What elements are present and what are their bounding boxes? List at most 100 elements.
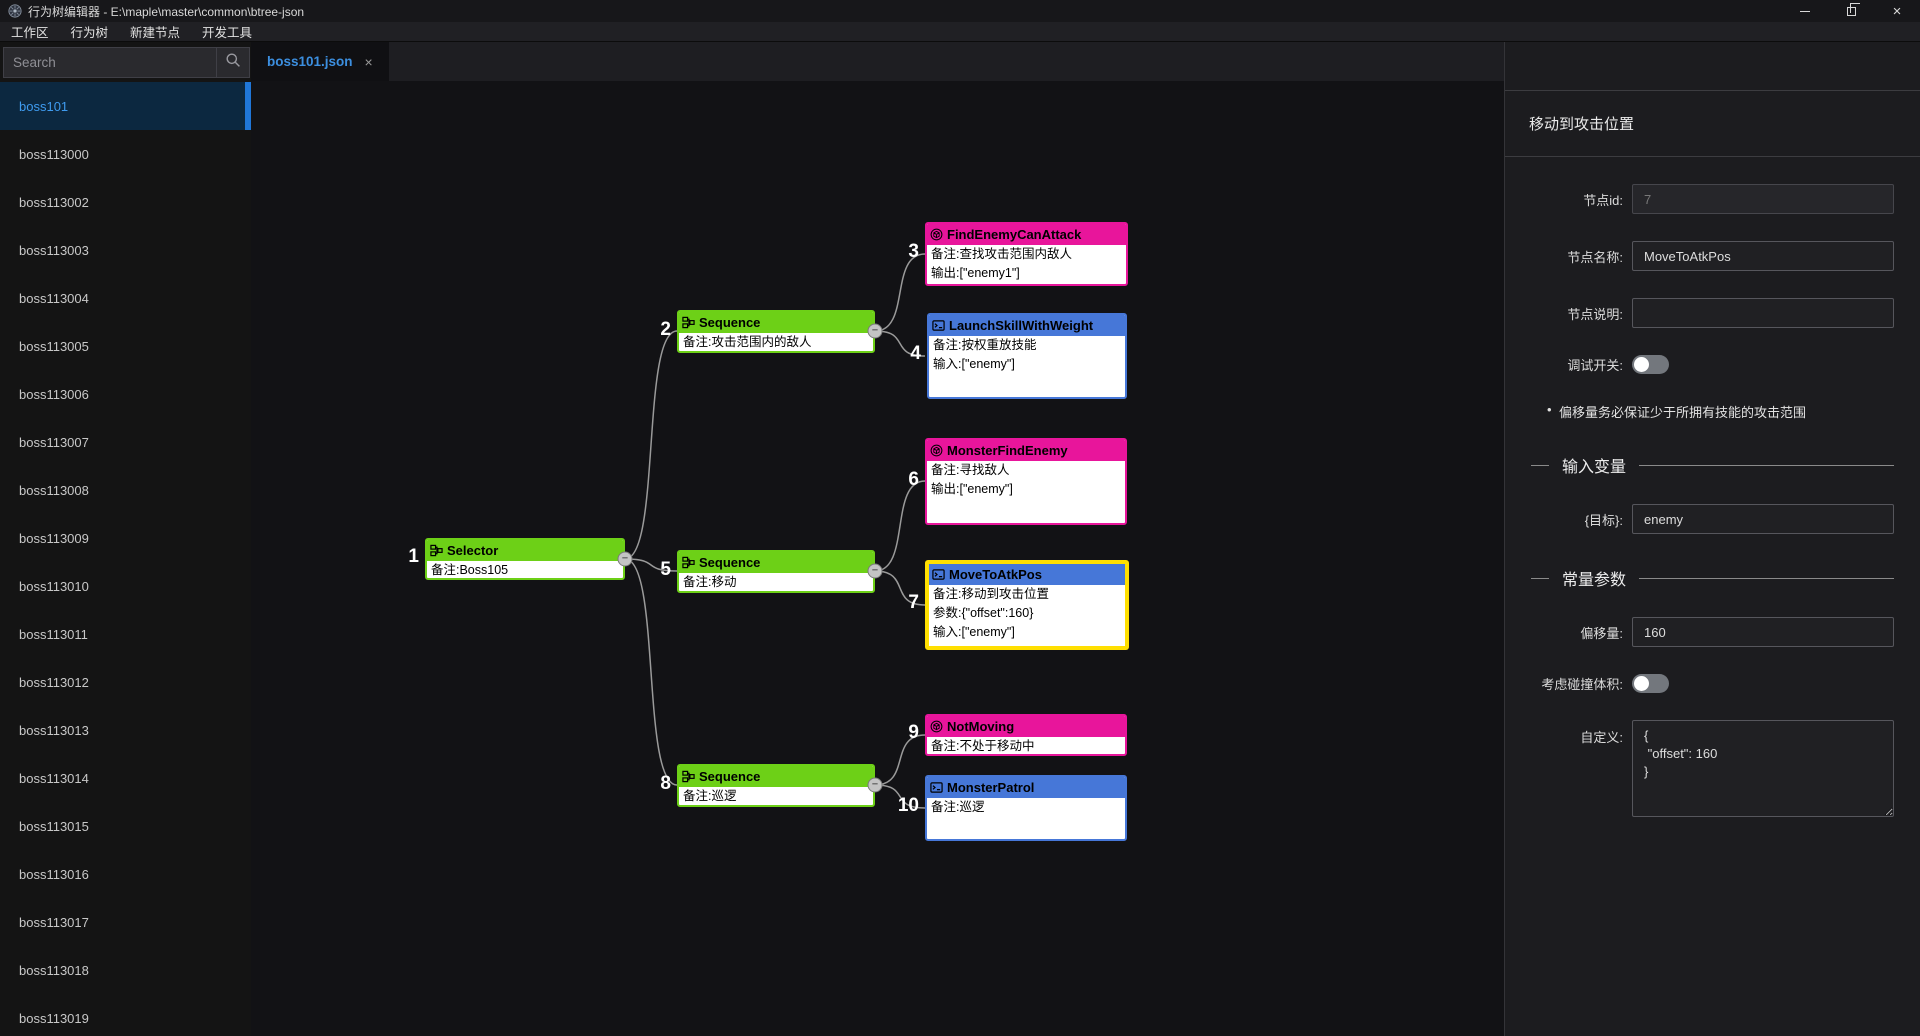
bt-node-LaunchSkillWithWeight[interactable]: LaunchSkillWithWeight 备注:按权重放技能输入:["enemy… [927,313,1127,399]
collapse-button[interactable]: − [867,563,883,579]
node-number: 9 [908,722,919,743]
node-property-row: 备注:查找攻击范围内敌人 [931,247,1072,261]
node-title: LaunchSkillWithWeight [949,318,1094,333]
sidebar-item-boss113003[interactable]: boss113003 [19,242,89,258]
section-dash [1531,464,1549,466]
edge [874,570,926,606]
node-property-row: 备注:按权重放技能 [933,338,1037,352]
node-number: 3 [908,241,919,262]
tab-boss101-json[interactable]: boss101.json × [251,42,389,81]
close-button[interactable]: × [1874,0,1920,22]
collapse-button[interactable]: − [867,323,883,339]
sidebar-item-boss113002[interactable]: boss113002 [19,194,89,210]
sidebar-item-boss113007[interactable]: boss113007 [19,434,89,450]
offset-label: 偏移量: [1580,625,1623,641]
cube-icon [930,444,943,457]
boss-list: boss101 boss113000 boss113002 boss113003 bos… [0,82,251,1036]
offset-note: 偏移量务必保证少于所拥有技能的攻击范围 [1531,402,1894,421]
sidebar-item-boss113006[interactable]: boss113006 [19,386,89,402]
menu-item-3[interactable]: 开发工具 [202,26,253,40]
custom-field[interactable]: { "offset": 160 } [1632,720,1894,817]
debug-switch-label: 调试开关: [1567,358,1623,373]
search-button[interactable] [216,48,249,77]
sidebar-item-boss113019[interactable]: boss113019 [19,1010,89,1026]
collapse-button[interactable]: − [617,551,633,567]
properties-panel: 移动到攻击位置 节点id: 节点名称: 节点说明: 调试开关: 偏移量务必保证少… [1504,42,1920,1036]
collision-toggle[interactable] [1632,674,1669,693]
node-property-row: 备注:移动到攻击位置 [933,587,1049,601]
node-desc-field[interactable] [1632,298,1894,328]
sidebar-item-boss113009[interactable]: boss113009 [19,530,89,546]
search-row [0,42,251,82]
target-field[interactable] [1632,504,1894,534]
sidebar-item-boss113010[interactable]: boss113010 [19,578,89,594]
node-number: 2 [660,318,671,340]
sidebar-item-boss113017[interactable]: boss113017 [19,914,89,930]
node-number: 4 [910,343,921,364]
menu-item-2[interactable]: 新建节点 [130,26,181,40]
node-name-field[interactable] [1632,241,1894,271]
cube-icon [930,720,943,733]
cube-icon [930,228,943,241]
node-title: Sequence [699,555,761,570]
menu-item-0[interactable]: 工作区 [11,26,49,40]
bt-node-FindEnemyCanAttack[interactable]: FindEnemyCanAttack 备注:查找攻击范围内敌人输出:["enemy… [925,222,1128,286]
terminal-icon [932,568,945,581]
node-title: MonsterPatrol [947,780,1035,795]
title-bar: 行为树编辑器 - E:\maple\master\common\btree-js… [0,0,1920,22]
restore-button[interactable] [1828,0,1874,22]
debug-switch-toggle[interactable] [1632,355,1669,374]
node-number: 6 [908,468,919,490]
edge [874,784,926,809]
terminal-icon [932,319,945,332]
tab-close-icon[interactable]: × [364,53,373,70]
bt-node-Sequence[interactable]: Sequence 备注:移动 [677,550,875,593]
collision-label: 考虑碰撞体积: [1541,677,1623,692]
sidebar-item-boss113000[interactable]: boss113000 [19,146,89,162]
node-property-row: 输出:["enemy1"] [931,266,1020,280]
sidebar-item-boss113012[interactable]: boss113012 [19,674,89,690]
tree-branch-icon [682,770,695,783]
node-number: 8 [660,772,671,794]
edge [624,558,678,786]
menu-item-1[interactable]: 行为树 [70,26,109,40]
sidebar-item-boss113008[interactable]: boss113008 [19,482,89,498]
sidebar-item-boss113004[interactable]: boss113004 [19,290,89,306]
offset-field[interactable] [1632,617,1894,647]
minimize-button[interactable] [1782,0,1828,22]
node-property-row: 备注:移动 [683,575,737,589]
menu-bar: 工作区 行为树 新建节点 开发工具 [0,22,1920,42]
terminal-icon [930,781,943,794]
sidebar-item-boss113005[interactable]: boss113005 [19,338,89,354]
sidebar-item-boss113011[interactable]: boss113011 [19,626,88,642]
node-property-row: 备注:Boss105 [431,563,509,577]
node-id-label: 节点id: [1583,192,1623,208]
sidebar-item-boss113013[interactable]: boss113013 [19,722,89,738]
const-params-title: 常量参数 [1562,572,1627,589]
node-title: MonsterFindEnemy [947,443,1068,458]
sidebar-item-boss113018[interactable]: boss113018 [19,962,89,978]
sidebar-item-boss101[interactable]: boss101 [0,82,251,130]
node-property-row: 输入:["enemy"] [933,625,1015,639]
node-property-row: 输入:["enemy"] [933,357,1015,371]
node-title: FindEnemyCanAttack [947,227,1082,242]
sidebar-item-boss113015[interactable]: boss113015 [19,818,89,834]
search-input[interactable] [4,48,216,77]
node-number: 7 [908,592,919,613]
node-property-row: 输出:["enemy"] [931,482,1013,496]
node-number: 10 [897,795,919,816]
sidebar-item-boss113014[interactable]: boss113014 [19,770,89,786]
node-property-row: 备注:寻找敌人 [931,463,1010,477]
node-title: NotMoving [947,719,1015,734]
bt-node-MonsterFindEnemy[interactable]: MonsterFindEnemy 备注:寻找敌人输出:["enemy"] [925,438,1127,525]
search-icon [225,52,241,73]
sidebar-item-boss113016[interactable]: boss113016 [19,866,89,882]
collapse-button[interactable]: − [867,777,883,793]
